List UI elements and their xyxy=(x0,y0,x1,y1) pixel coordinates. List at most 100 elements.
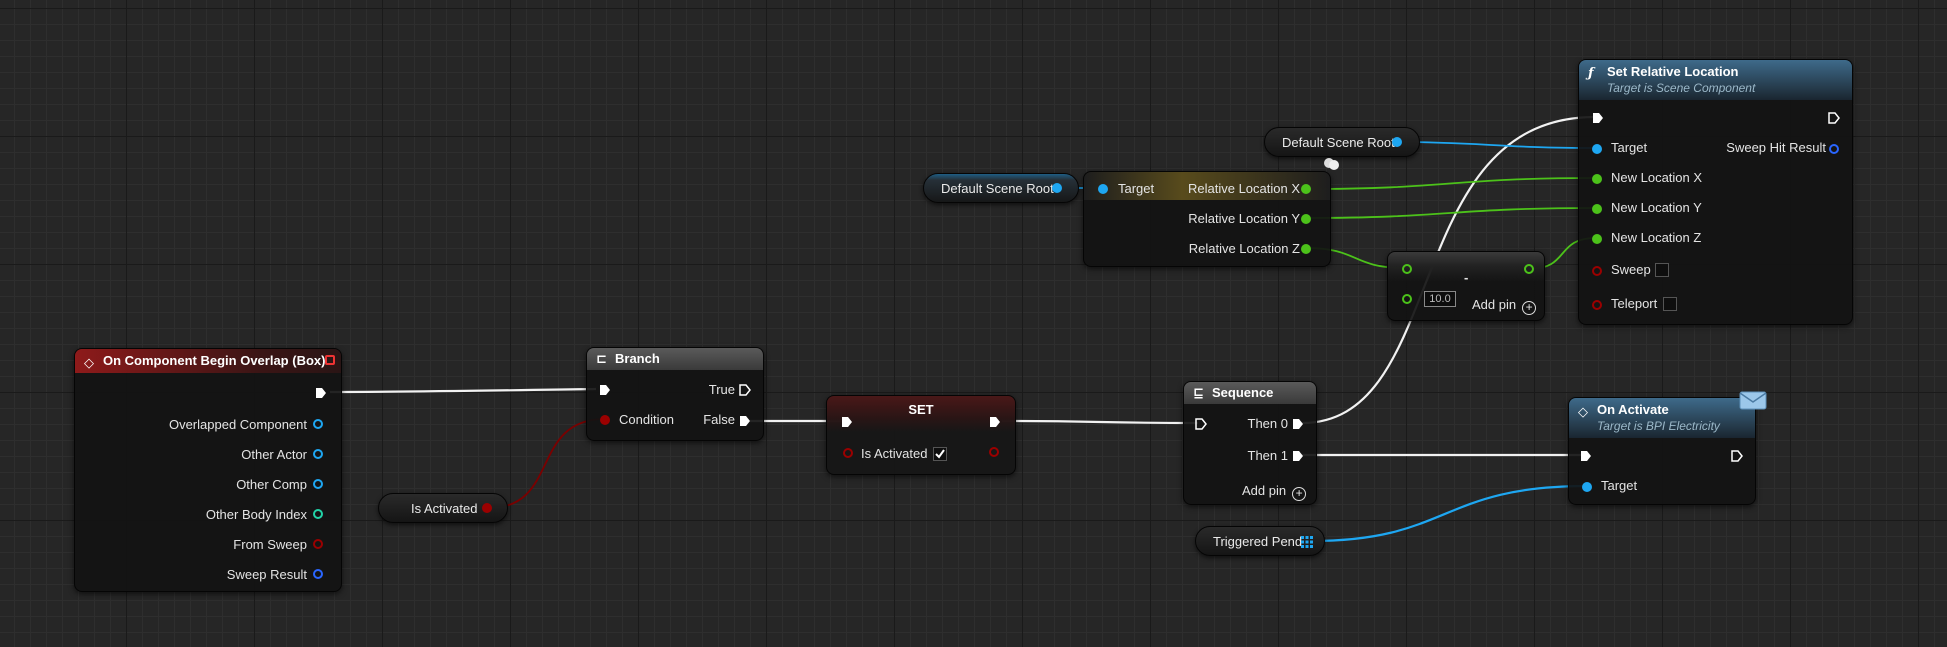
branch-icon: ⊏ xyxy=(596,351,607,366)
sequence-icon: ⊑ xyxy=(1193,385,1204,400)
set-var-label: Is Activated xyxy=(861,446,928,461)
branch-node[interactable]: ⊏ Branch True Condition False xyxy=(586,347,764,441)
set-node-title: SET xyxy=(908,402,934,417)
set-value-in-pin[interactable] xyxy=(843,448,853,458)
checkmark-icon xyxy=(935,449,945,459)
relative-location-x-pin[interactable] xyxy=(1301,184,1311,194)
teleport-label: Teleport xyxy=(1611,296,1658,311)
event-exec-out-pin[interactable] xyxy=(315,387,327,399)
event-node-component-begin-overlap[interactable]: ◇ On Component Begin Overlap (Box) Overl… xyxy=(74,348,342,592)
break-target-label: Target xyxy=(1118,181,1155,196)
sweep-checkbox[interactable] xyxy=(1655,263,1669,277)
new-location-y-pin[interactable] xyxy=(1592,204,1602,214)
subtract-out-pin[interactable] xyxy=(1524,264,1534,274)
pin-label-other-comp: Other Comp xyxy=(236,477,307,492)
sweep-pin[interactable] xyxy=(1592,266,1602,276)
set-exec-in-pin[interactable] xyxy=(841,416,853,428)
sweep-result-pin[interactable] xyxy=(313,569,323,579)
on-activate-exec-in-pin[interactable] xyxy=(1580,450,1592,462)
pin-label-sweep-result: Sweep Result xyxy=(226,567,307,582)
triggered-pend-getter-node[interactable]: Triggered Pend xyxy=(1195,526,1325,556)
relative-location-z-pin[interactable] xyxy=(1301,244,1311,254)
sweep-hit-result-pin[interactable] xyxy=(1829,144,1839,154)
default-scene-root-out-pin-2[interactable] xyxy=(1392,137,1402,147)
pin-label-other-actor: Other Actor xyxy=(241,447,307,462)
teleport-pin[interactable] xyxy=(1592,300,1602,310)
event-node-title: On Component Begin Overlap (Box) xyxy=(103,353,326,368)
subtract-add-pin-button[interactable]: Add pin+ xyxy=(1472,297,1537,315)
set-value-out-pin[interactable] xyxy=(989,447,999,457)
set-relative-location-exec-out-pin[interactable] xyxy=(1828,112,1840,124)
on-activate-node[interactable]: ◇ On Activate Target is BPI Electricity … xyxy=(1568,391,1767,505)
from-sweep-pin[interactable] xyxy=(313,539,323,549)
plus-icon: + xyxy=(1292,487,1307,501)
set-relative-location-subtitle: Target is Scene Component xyxy=(1607,81,1756,95)
default-scene-root-out-pin-1[interactable] xyxy=(1052,183,1062,193)
comment-bubble-icon[interactable] xyxy=(1322,157,1340,171)
message-envelope-icon xyxy=(1739,391,1767,410)
is-activated-out-pin[interactable] xyxy=(482,503,492,513)
new-location-z-pin[interactable] xyxy=(1592,234,1602,244)
set-relative-location-target-pin[interactable] xyxy=(1592,144,1602,154)
new-location-x-label: New Location X xyxy=(1611,170,1703,185)
relative-location-y-pin[interactable] xyxy=(1301,214,1311,224)
teleport-checkbox[interactable] xyxy=(1663,297,1677,311)
sequence-then0-exec-out-pin[interactable] xyxy=(1292,418,1304,430)
triggered-pend-label: Triggered Pend xyxy=(1213,534,1303,549)
subtract-in-a-pin[interactable] xyxy=(1402,264,1412,274)
float-wire-x xyxy=(1305,177,1597,190)
break-target-in-pin[interactable] xyxy=(1098,184,1108,194)
is-activated-getter-node[interactable]: Is Activated xyxy=(378,493,508,523)
sequence-node-header: ⊑ Sequence xyxy=(1184,382,1316,404)
sequence-node[interactable]: ⊑ Sequence Then 0 Then 1 Add pin+ xyxy=(1183,381,1317,505)
other-comp-pin[interactable] xyxy=(313,479,323,489)
new-location-z-label: New Location Z xyxy=(1611,230,1702,245)
other-actor-pin[interactable] xyxy=(313,449,323,459)
sequence-then1-exec-out-pin[interactable] xyxy=(1292,450,1304,462)
is-activated-checkbox[interactable] xyxy=(933,447,947,461)
on-activate-exec-out-pin[interactable] xyxy=(1731,450,1743,462)
relative-location-y-label: Relative Location Y xyxy=(1188,211,1300,226)
object-wire-root2-target xyxy=(1396,141,1597,149)
new-location-x-pin[interactable] xyxy=(1592,174,1602,184)
pin-label-other-body-index: Other Body Index xyxy=(205,507,307,522)
sequence-add-pin-button[interactable]: Add pin+ xyxy=(1242,483,1307,501)
subtract-symbol: - xyxy=(1464,270,1469,285)
pin-label-from-sweep: From Sweep xyxy=(233,537,307,552)
array-grid-icon[interactable] xyxy=(1301,536,1313,548)
subtract-node[interactable]: - 10.0 Add pin+ xyxy=(1387,251,1545,321)
on-activate-target-pin[interactable] xyxy=(1582,482,1592,492)
branch-false-exec-out-pin[interactable] xyxy=(739,415,751,427)
set-relative-location-target-label: Target xyxy=(1611,140,1648,155)
default-scene-root-getter-2[interactable]: Default Scene Root xyxy=(1264,127,1420,157)
sequence-exec-in-pin[interactable] xyxy=(1195,418,1207,430)
overlapped-component-pin[interactable] xyxy=(313,419,323,429)
branch-exec-in-pin[interactable] xyxy=(599,384,611,396)
other-body-index-pin[interactable] xyxy=(313,509,323,519)
branch-true-label: True xyxy=(708,382,735,397)
bool-wire-isactivated-condition xyxy=(488,418,605,509)
branch-condition-pin[interactable] xyxy=(600,415,610,425)
object-wire-pend-target xyxy=(1310,484,1588,543)
set-exec-out-pin[interactable] xyxy=(989,416,1001,428)
branch-false-label: False xyxy=(703,412,735,427)
sequence-then0-label: Then 0 xyxy=(1247,416,1288,431)
close-icon[interactable] xyxy=(325,355,335,365)
default-scene-root-getter-1[interactable]: Default Scene Root xyxy=(923,173,1079,203)
relative-location-z-label: Relative Location Z xyxy=(1188,241,1300,256)
event-diamond-icon: ◇ xyxy=(1578,404,1588,419)
sweep-label: Sweep xyxy=(1611,262,1651,277)
on-activate-header: ◇ On Activate Target is BPI Electricity xyxy=(1569,398,1755,438)
exec-wire-event-branch xyxy=(329,387,597,394)
relative-location-x-label: Relative Location X xyxy=(1187,181,1300,196)
function-icon: ƒ xyxy=(1588,66,1594,81)
set-relative-location-node[interactable]: ƒ Set Relative Location Target is Scene … xyxy=(1578,59,1853,325)
break-relative-location-node[interactable]: Target Relative Location X Relative Loca… xyxy=(1083,171,1331,267)
set-relative-location-exec-in-pin[interactable] xyxy=(1592,112,1604,124)
subtract-in-b-pin[interactable] xyxy=(1402,294,1412,304)
plus-icon: + xyxy=(1522,301,1537,315)
branch-true-exec-out-pin[interactable] xyxy=(739,384,751,396)
set-relative-location-header: ƒ Set Relative Location Target is Scene … xyxy=(1579,60,1852,100)
set-is-activated-node[interactable]: SET Is Activated xyxy=(826,395,1016,475)
subtract-value-input[interactable]: 10.0 xyxy=(1424,291,1456,307)
